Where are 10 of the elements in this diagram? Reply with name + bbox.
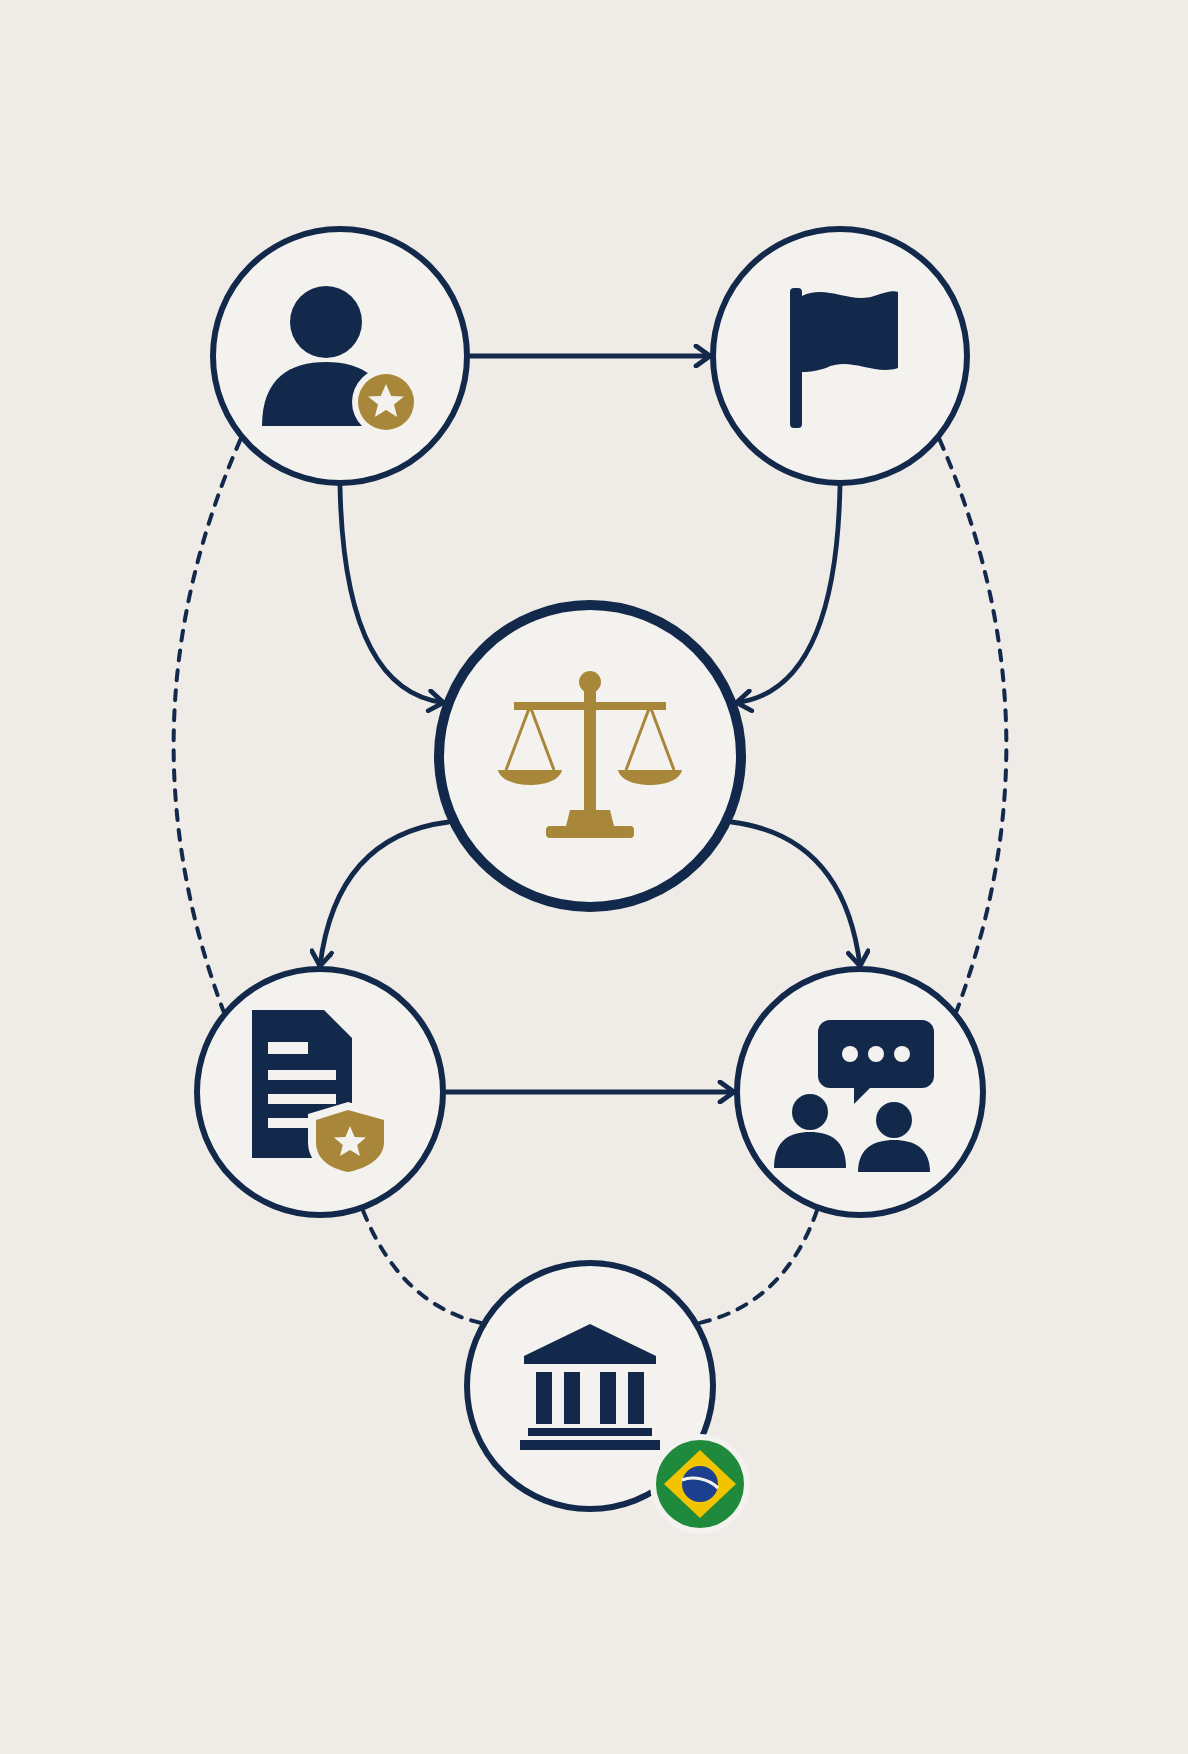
arrow xyxy=(337,483,446,712)
dashed-connector xyxy=(697,1208,819,1325)
arrow xyxy=(443,1079,737,1105)
dashed-connector xyxy=(171,437,243,1013)
arrow xyxy=(729,819,871,969)
arrow xyxy=(467,343,713,369)
arrow xyxy=(309,819,451,969)
dashed-connector xyxy=(361,1208,483,1325)
dashed-connector xyxy=(937,437,1009,1013)
arrow xyxy=(734,483,843,712)
